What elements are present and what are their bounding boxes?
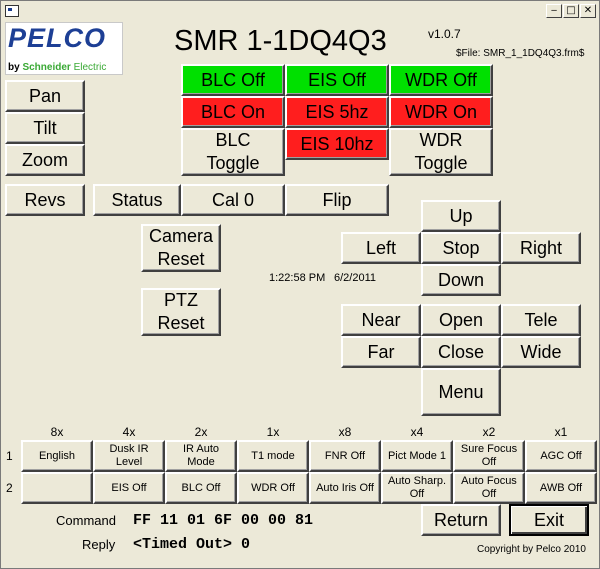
minimize-icon[interactable]: ‒ <box>546 4 562 18</box>
blc-off-grid-button[interactable]: BLC Off <box>165 472 237 504</box>
zoom-button[interactable]: Zoom <box>5 144 85 176</box>
reply-value: <Timed Out> 0 <box>133 536 251 553</box>
left-button[interactable]: Left <box>341 232 421 264</box>
near-button[interactable]: Near <box>341 304 421 336</box>
auto-iris-off-button[interactable]: Auto Iris Off <box>309 472 381 504</box>
wdr-toggle-button[interactable]: WDR Toggle <box>389 128 493 176</box>
flip-button[interactable]: Flip <box>285 184 389 216</box>
far-button[interactable]: Far <box>341 336 421 368</box>
date-label: 6/2/2011 <box>334 272 377 284</box>
tilt-button[interactable]: Tilt <box>5 112 85 144</box>
blc-toggle-button[interactable]: BLC Toggle <box>181 128 285 176</box>
down-button[interactable]: Down <box>421 264 501 296</box>
logo-subtitle: by Schneider Electric <box>8 62 107 73</box>
eis-off-grid-button[interactable]: EIS Off <box>93 472 165 504</box>
page-title: SMR 1-1DQ4Q3 <box>174 25 387 57</box>
title-bar: ‒ □ ✕ <box>1 1 599 21</box>
pict-mode-button[interactable]: Pict Mode 1 <box>381 440 453 472</box>
t1-mode-button[interactable]: T1 mode <box>237 440 309 472</box>
reply-label: Reply <box>82 537 116 552</box>
pelco-logo: PELCO by Schneider Electric <box>5 22 123 75</box>
file-label: $File: SMR_1_1DQ4Q3.frm$ <box>456 48 585 59</box>
time-label: 1:22:58 PM <box>269 272 326 284</box>
ptz-reset-button[interactable]: PTZ Reset <box>141 288 221 336</box>
agc-off-button[interactable]: AGC Off <box>525 440 597 472</box>
app-icon[interactable] <box>5 5 19 17</box>
eis-off-button[interactable]: EIS Off <box>285 64 389 96</box>
close-iris-button[interactable]: Close <box>421 336 501 368</box>
pan-button[interactable]: Pan <box>5 80 85 112</box>
wide-button[interactable]: Wide <box>501 336 581 368</box>
maximize-icon[interactable]: □ <box>563 4 579 18</box>
open-button[interactable]: Open <box>421 304 501 336</box>
blank-grid-button[interactable] <box>21 472 93 504</box>
eis-5hz-button[interactable]: EIS 5hz <box>285 96 389 128</box>
wdr-on-button[interactable]: WDR On <box>389 96 493 128</box>
grid-row-label: 2 <box>6 481 13 495</box>
menu-button[interactable]: Menu <box>421 368 501 416</box>
revs-button[interactable]: Revs <box>5 184 85 216</box>
close-icon[interactable]: ✕ <box>580 4 596 18</box>
blc-off-button[interactable]: BLC Off <box>181 64 285 96</box>
up-button[interactable]: Up <box>421 200 501 232</box>
eis-10hz-button[interactable]: EIS 10hz <box>285 128 389 160</box>
grid-header: 1x <box>266 425 280 439</box>
english-button[interactable]: English <box>21 440 93 472</box>
right-button[interactable]: Right <box>501 232 581 264</box>
stop-button[interactable]: Stop <box>421 232 501 264</box>
grid-header: 4x <box>122 425 136 439</box>
status-button[interactable]: Status <box>93 184 181 216</box>
command-label: Command <box>56 513 116 528</box>
ir-auto-mode-button[interactable]: IR Auto Mode <box>165 440 237 472</box>
grid-header: x1 <box>554 425 568 439</box>
blc-on-button[interactable]: BLC On <box>181 96 285 128</box>
logo-wordmark: PELCO <box>8 23 107 53</box>
copyright-label: Copyright by Pelco 2010 <box>477 544 586 555</box>
fnr-off-button[interactable]: FNR Off <box>309 440 381 472</box>
grid-header: 8x <box>50 425 64 439</box>
sure-focus-off-button[interactable]: Sure Focus Off <box>453 440 525 472</box>
wdr-off-grid-button[interactable]: WDR Off <box>237 472 309 504</box>
auto-sharp-off-button[interactable]: Auto Sharp. Off <box>381 472 453 504</box>
grid-row-label: 1 <box>6 449 13 463</box>
wdr-off-button[interactable]: WDR Off <box>389 64 493 96</box>
auto-focus-off-button[interactable]: Auto Focus Off <box>453 472 525 504</box>
command-value: FF 11 01 6F 00 00 81 <box>133 512 314 529</box>
tele-button[interactable]: Tele <box>501 304 581 336</box>
return-button[interactable]: Return <box>421 504 501 536</box>
camera-reset-button[interactable]: Camera Reset <box>141 224 221 272</box>
grid-header: x8 <box>338 425 352 439</box>
grid-header: x4 <box>410 425 424 439</box>
exit-button[interactable]: Exit <box>509 504 589 536</box>
grid-header: x2 <box>482 425 496 439</box>
grid-header: 2x <box>194 425 208 439</box>
dusk-ir-level-button[interactable]: Dusk IR Level <box>93 440 165 472</box>
version-label: v1.0.7 <box>428 27 461 41</box>
cal-button[interactable]: Cal 0 <box>181 184 285 216</box>
awb-off-button[interactable]: AWB Off <box>525 472 597 504</box>
